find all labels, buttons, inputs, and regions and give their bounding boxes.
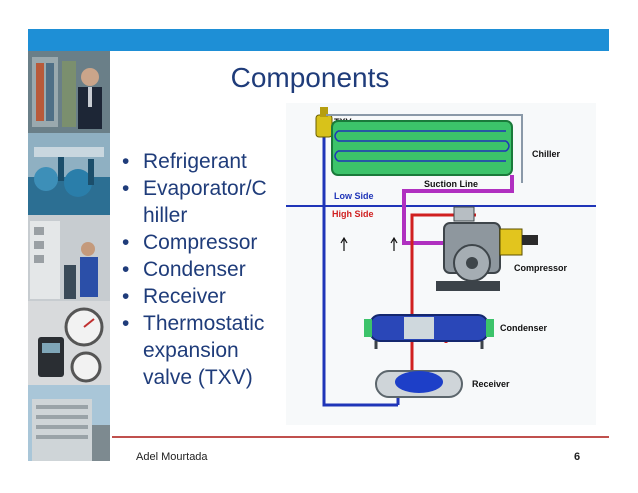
bullet-item: Receiver bbox=[118, 283, 288, 310]
photo-control-room bbox=[28, 215, 110, 301]
header-accent-bar bbox=[28, 29, 609, 51]
condenser-icon bbox=[364, 314, 494, 349]
label-compressor: Compressor bbox=[514, 263, 568, 273]
photo-compressor-plant bbox=[28, 133, 110, 215]
label-high-side: High Side bbox=[332, 209, 374, 219]
compressor-icon bbox=[436, 206, 538, 291]
page-number: 6 bbox=[574, 451, 581, 463]
bullet-item: Refrigerant bbox=[118, 148, 288, 175]
chiller-coil bbox=[331, 120, 513, 176]
low-side-line bbox=[322, 133, 398, 407]
label-chiller: Chiller bbox=[532, 149, 561, 159]
slide-title: Components bbox=[230, 62, 390, 93]
footer-author: Adel Mourtada bbox=[136, 451, 208, 463]
label-low-side: Low Side bbox=[334, 191, 374, 201]
receiver-icon bbox=[375, 370, 463, 398]
label-condenser: Condenser bbox=[500, 323, 548, 333]
refrigeration-cycle-diagram: TXV Chiller Suction Line Low Side High S… bbox=[286, 103, 596, 425]
bullet-item: Thermostatic expansion valve (TXV) bbox=[118, 310, 288, 391]
bullet-list: Refrigerant Evaporator/C hiller Compress… bbox=[118, 148, 288, 391]
bullet-item: Evaporator/C hiller bbox=[118, 175, 288, 229]
photo-gauges bbox=[28, 301, 110, 385]
suction-line bbox=[402, 175, 514, 245]
label-receiver: Receiver bbox=[472, 379, 510, 389]
bullet-item: Condenser bbox=[118, 256, 288, 283]
label-suction-line: Suction Line bbox=[424, 179, 478, 189]
photo-cooling-tower bbox=[28, 385, 110, 461]
photo-strip bbox=[28, 51, 110, 461]
bullet-item: Compressor bbox=[118, 229, 288, 256]
footer-divider bbox=[112, 436, 609, 438]
photo-engineer-with-panel bbox=[28, 51, 110, 133]
